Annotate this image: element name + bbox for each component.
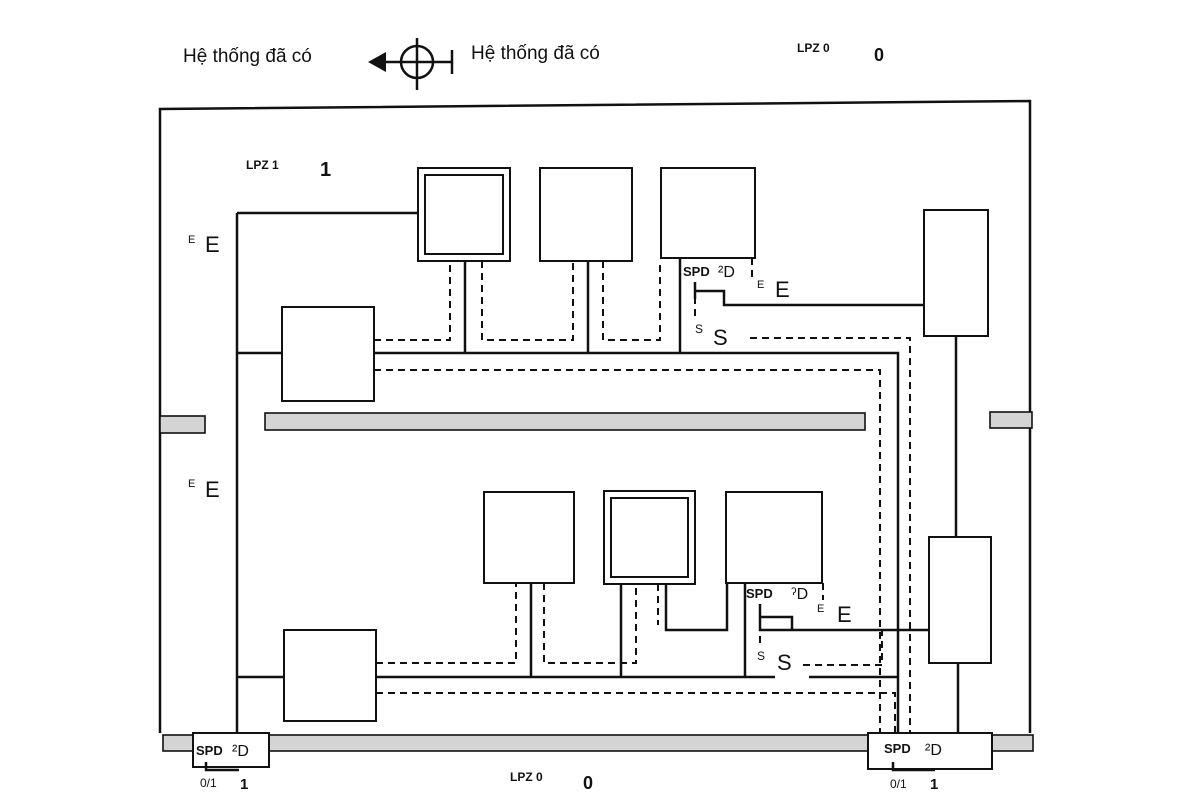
- lower-floor-protected-device: [603, 490, 696, 585]
- upper-floor-device-left: [281, 306, 375, 402]
- lower-spd-s-large: S: [777, 650, 792, 675]
- header-left-label: Hệ thống đã có: [183, 46, 312, 67]
- floor-slab: [264, 412, 866, 431]
- bottom-zone-number: 0: [583, 773, 593, 793]
- lower-spd-e-large: E: [837, 602, 852, 627]
- zone-transition-right: 0/1: [890, 777, 907, 791]
- lower-spd-s-small: S: [757, 649, 765, 663]
- zone-one-left: 1: [240, 776, 248, 793]
- spd-bottom-left-label: SPD: [196, 743, 223, 758]
- upper-spd-e-small: E: [757, 279, 764, 291]
- inner-zone-number: 1: [320, 159, 331, 181]
- bottom-zone-label: LPZ 0: [510, 770, 543, 784]
- zone-transition-left: 0/1: [200, 776, 217, 790]
- equipotential-symbol-icon: [368, 38, 454, 90]
- lower-spd-suffix: ˀD: [791, 586, 808, 603]
- e-label-upper-large: E: [205, 232, 220, 257]
- spd-box-bottom-right: [867, 732, 993, 770]
- riser-device-lower: [928, 536, 992, 664]
- upper-floor-device-center: [539, 167, 633, 262]
- zone-one-right: 1: [930, 776, 938, 793]
- upper-spd-s-small: S: [695, 322, 703, 336]
- upper-spd-label: SPD: [683, 264, 710, 279]
- inner-zone-label: LPZ 1: [246, 158, 279, 172]
- e-label-upper-small: E: [188, 234, 195, 246]
- upper-floor-protected-device: [417, 167, 511, 262]
- e-label-lower-small: E: [188, 478, 195, 490]
- spd-bottom-left-suffix: ²D: [232, 743, 249, 760]
- lower-floor-device-left: [283, 629, 377, 722]
- riser-device-upper: [923, 209, 989, 337]
- foundation-earth-bar: [162, 734, 1034, 752]
- lower-spd-e-small: E: [817, 603, 824, 615]
- wall-stub-left: [159, 415, 206, 434]
- top-zone-number: 0: [874, 45, 884, 65]
- e-label-lower-large: E: [205, 477, 220, 502]
- lower-spd-label: SPD: [746, 586, 773, 601]
- upper-floor-device-right: [660, 167, 756, 259]
- lower-floor-device-right: [725, 491, 823, 584]
- top-zone-label: LPZ 0: [797, 41, 830, 55]
- spd-bottom-right-label: SPD: [884, 741, 911, 756]
- spd-box-bottom-left: [192, 732, 270, 768]
- wall-stub-right: [989, 411, 1033, 429]
- upper-spd-s-large: S: [713, 325, 728, 350]
- spd-bottom-right-suffix: ²D: [925, 742, 942, 759]
- upper-spd-suffix: ²D: [718, 264, 735, 281]
- upper-spd-e-large: E: [775, 277, 790, 302]
- header-right-label: Hệ thống đã có: [471, 43, 600, 64]
- lower-floor-device-center: [483, 491, 575, 584]
